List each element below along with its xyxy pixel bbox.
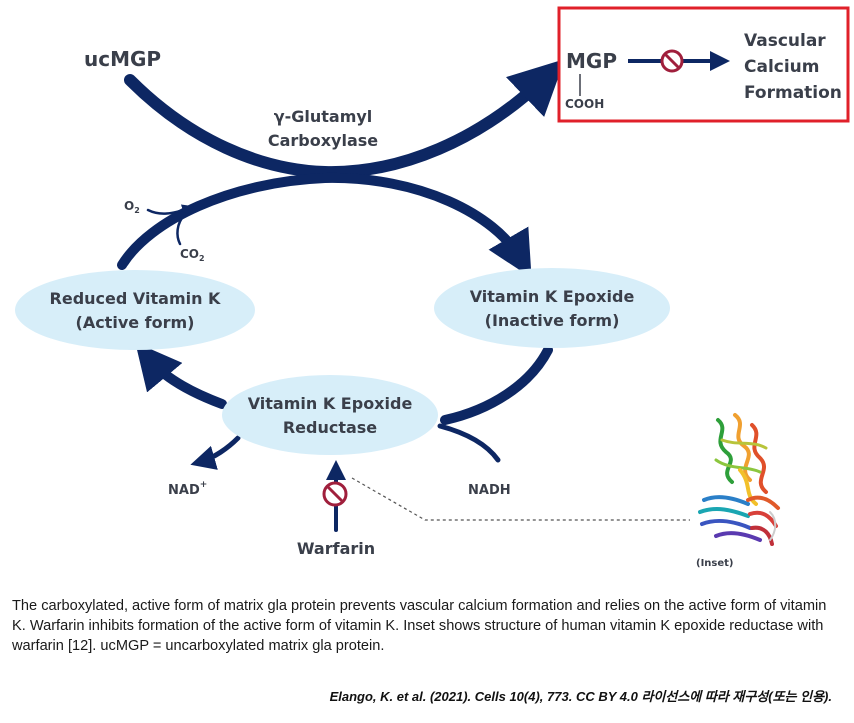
nadh-arrow [437,423,501,463]
reduced-to-epoxide-arrow [117,172,532,278]
vitamin-k-cycle-diagram: ucMGP γ-Glutamyl Carboxylase O2 CO2 Redu… [15,6,850,569]
figure-caption: The carboxylated, active form of matrix … [12,598,827,654]
reduced-vitamin-k-label-line2: (Active form) [76,313,195,332]
reduced-vitamin-k-node [15,270,255,350]
co2-label: CO2 [180,247,205,263]
ucmgp-to-mgp-arrow [124,58,565,179]
nad-arrow [190,435,241,470]
figure-citation: Elango, K. et al. (2021). Cells 10(4), 7… [329,689,832,704]
vascular-label-line2: Calcium [744,57,820,77]
cooh-label: COOH [565,97,604,111]
warfarin-inhibit-icon [322,481,348,507]
vker-label-line2: Reductase [283,418,377,437]
inset-label: (Inset) [696,558,734,569]
reductase-to-reduced-arrow [135,342,227,409]
enzyme-label-line2: Carboxylase [268,131,378,150]
co2-arrow [176,212,187,246]
o2-arrow [146,204,195,217]
inset-leader-line [351,477,690,521]
ucmgp-label: ucMGP [84,47,161,71]
epoxide-to-reductase-arrow [440,345,553,425]
vkor-structure-illustration [698,413,780,546]
vitamin-k-epoxide-node [434,268,670,348]
nadh-label: NADH [468,483,511,498]
vker-node [222,375,438,455]
vascular-label-line1: Vascular [744,31,826,51]
nad-label: NAD+ [168,480,207,498]
reduced-vitamin-k-label-line1: Reduced Vitamin K [50,289,222,308]
mgp-label: MGP [566,49,617,73]
epoxide-label-line1: Vitamin K Epoxide [470,287,635,306]
epoxide-label-line2: (Inactive form) [485,311,620,330]
mgp-inhibit-icon [660,49,684,73]
warfarin-label: Warfarin [297,539,375,558]
mgp-inset-box: MGP COOH Vascular Calcium Formation [557,6,850,123]
enzyme-label-line1: γ-Glutamyl [274,107,373,126]
vker-label-line1: Vitamin K Epoxide [248,394,413,413]
o2-label: O2 [124,199,140,215]
vascular-label-line3: Formation [744,83,842,103]
